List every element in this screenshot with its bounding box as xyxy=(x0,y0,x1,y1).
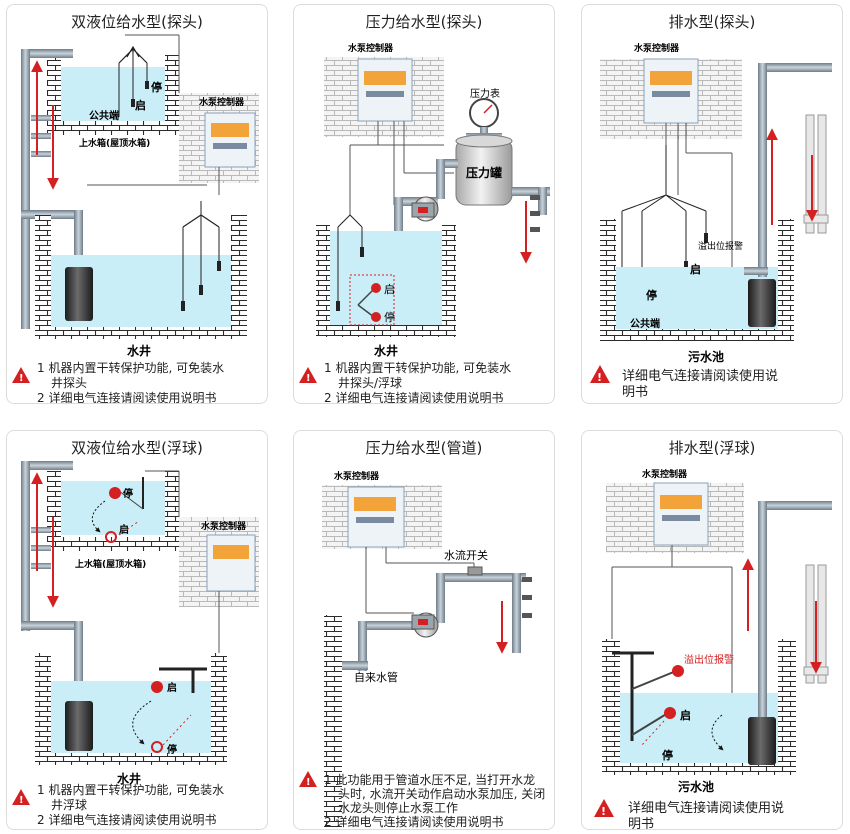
panel-title: 双液位给水型(浮球) xyxy=(71,439,203,457)
label-common: 公共端 xyxy=(89,109,119,122)
note-line: 井探头/浮球 xyxy=(338,376,403,390)
panel-dual-level-probe: 双液位给水型(探头) xyxy=(6,4,268,404)
panel-title: 压力给水型(探头) xyxy=(365,13,483,31)
warning-icon: ! xyxy=(299,771,317,788)
diagram-drainage-float: 水泵控制器 溢出位报警 启 停 污水池 ! xyxy=(594,468,832,818)
label-controller: 水泵控制器 xyxy=(199,96,245,108)
label-overflow: 溢出位报警 xyxy=(698,240,743,252)
label-stop-well: 停 xyxy=(167,743,177,756)
note-line: 1 机器内置干转保护功能, 可免装水 xyxy=(324,361,512,375)
svg-text:!: ! xyxy=(19,795,24,806)
label-controller: 水泵控制器 xyxy=(642,468,688,480)
notes: 1 此功能用于管道水压不足, 当打开水龙 头时, 水流开关动作启动水泵加压, 关… xyxy=(324,773,548,829)
label-controller: 水泵控制器 xyxy=(201,520,247,532)
label-inlet-pipe: 自来水管 xyxy=(354,670,398,684)
label-controller: 水泵控制器 xyxy=(348,42,394,54)
svg-text:!: ! xyxy=(601,805,606,818)
label-sewage-pool: 污水池 xyxy=(678,779,714,794)
label-well: 水井 xyxy=(374,343,398,358)
label-stop: 停 xyxy=(646,288,657,302)
notes: 详细电气连接请阅读使用说 明书 xyxy=(622,369,836,401)
panel-drainage-float: 排水型(浮球) 水泵控制器 溢出位报警 启 停 xyxy=(581,430,843,830)
label-stop: 停 xyxy=(123,487,133,500)
panel-pressure-pipeline: 压力给水型(管道) 水流开关 自来水管 水泵控制器 ! 1 此功能用于管道水压不 xyxy=(293,430,555,830)
panel-title: 压力给水型(管道) xyxy=(365,439,483,457)
svg-text:!: ! xyxy=(19,373,24,384)
label-common: 公共端 xyxy=(630,317,660,330)
diagram-dual-level-float: 停 启 上水箱(屋顶水箱) 水泵控制器 启 停 水井 ! xyxy=(12,461,259,806)
notes: 1 机器内置干转保护功能, 可免装水 井探头/浮球 2 详细电气连接请阅读使用说… xyxy=(324,361,548,404)
diagram-pressure-pipeline: 水流开关 自来水管 水泵控制器 ! xyxy=(299,470,532,827)
diagram-dual-level-probe: 停 启 公共端 上水箱(屋顶水箱) 水泵控制器 水井 ! xyxy=(12,34,259,384)
warning-icon: ! xyxy=(12,367,30,384)
note-line: 1 机器内置干转保护功能, 可免装水 xyxy=(37,361,225,375)
label-start: 启 xyxy=(135,98,146,112)
note-line: 水龙头则停止水泵工作 xyxy=(338,801,459,815)
panel-title: 排水型(探头) xyxy=(668,13,756,31)
diagram-pressure-probe: 水泵控制器 压力表 压力罐 启 停 水井 ! xyxy=(299,42,550,384)
label-well: 水井 xyxy=(117,771,141,786)
note-line: 明书 xyxy=(628,817,655,830)
label-overflow: 溢出位报警 xyxy=(684,653,734,666)
label-start-well: 启 xyxy=(167,681,177,694)
label-pressure-tank: 压力罐 xyxy=(466,165,502,180)
label-sewage-pool: 污水池 xyxy=(688,349,724,364)
label-controller: 水泵控制器 xyxy=(634,42,680,54)
label-stop: 停 xyxy=(662,748,673,762)
notes: 1 机器内置干转保护功能, 可免装水 井探头 2 详细电气连接请阅读使用说明书 xyxy=(37,361,261,404)
note-line: 2 详细电气连接请阅读使用说明书 xyxy=(324,391,504,404)
notes: 详细电气连接请阅读使用说 明书 xyxy=(628,801,836,830)
note-line: 详细电气连接请阅读使用说 xyxy=(628,801,785,816)
label-stop: 停 xyxy=(384,310,395,324)
label-upper-tank: 上水箱(屋顶水箱) xyxy=(75,558,146,570)
label-start: 启 xyxy=(384,283,395,296)
warning-icon: ! xyxy=(299,367,317,384)
note-line: 详细电气连接请阅读使用说 xyxy=(622,369,779,384)
label-flow-switch: 水流开关 xyxy=(444,548,488,562)
note-line: 井浮球 xyxy=(51,798,88,812)
note-line: 井探头 xyxy=(51,376,88,390)
note-line: 1 机器内置干转保护功能, 可免装水 xyxy=(37,783,225,797)
note-line: 明书 xyxy=(622,385,649,400)
note-line: 1 此功能用于管道水压不足, 当打开水龙 xyxy=(324,773,536,787)
panel-title: 排水型(浮球) xyxy=(668,439,756,457)
label-upper-tank: 上水箱(屋顶水箱) xyxy=(79,137,150,149)
panel-title: 双液位给水型(探头) xyxy=(71,13,203,31)
note-line: 2 详细电气连接请阅读使用说明书 xyxy=(37,391,217,404)
warning-icon: ! xyxy=(12,789,30,806)
svg-text:!: ! xyxy=(597,371,602,384)
svg-text:!: ! xyxy=(306,777,311,788)
notes: 1 机器内置干转保护功能, 可免装水 井浮球 2 详细电气连接请阅读使用说明书 xyxy=(37,783,261,828)
label-controller: 水泵控制器 xyxy=(334,470,380,482)
label-stop: 停 xyxy=(151,80,162,94)
diagram-drainage-probe: 水泵控制器 溢出位报警 启 停 公共端 污水池 ! xyxy=(590,42,832,384)
label-well: 水井 xyxy=(127,343,151,358)
note-line: 2 详细电气连接请阅读使用说明书 xyxy=(324,815,504,829)
warning-icon: ! xyxy=(594,799,614,818)
svg-text:!: ! xyxy=(306,373,311,384)
note-line: 头时, 水流开关动作启动水泵加压, 关闭 xyxy=(338,787,546,801)
panel-dual-level-float: 双液位给水型(浮球) xyxy=(6,430,268,830)
panel-drainage-probe: 排水型(探头) 水泵控制器 xyxy=(581,4,843,404)
label-start: 启 xyxy=(680,708,691,722)
label-gauge: 压力表 xyxy=(470,87,500,100)
note-line: 2 详细电气连接请阅读使用说明书 xyxy=(37,813,217,827)
warning-icon: ! xyxy=(590,365,610,384)
panel-pressure-probe: 压力给水型(探头) xyxy=(293,4,555,404)
label-start: 启 xyxy=(690,262,701,276)
label-start: 启 xyxy=(119,523,129,536)
